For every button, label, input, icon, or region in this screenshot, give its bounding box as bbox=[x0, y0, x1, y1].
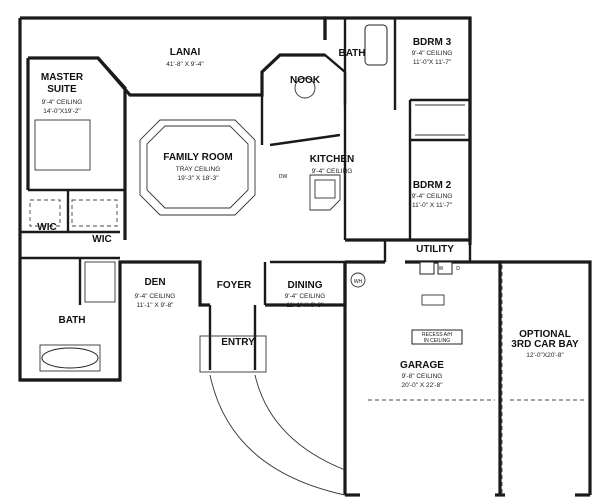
bdrm2-label: BDRM 2 bbox=[413, 180, 452, 191]
bdrm3-dims: 11'-0"X 11'-7" bbox=[413, 59, 452, 66]
exterior-walls bbox=[18, 16, 592, 497]
bay-label-1: OPTIONAL bbox=[519, 329, 571, 340]
nook-label: NOOK bbox=[290, 75, 321, 86]
wic1-label: WIC bbox=[37, 222, 56, 233]
wic2-label: WIC bbox=[92, 234, 111, 245]
garage-ceiling: 9'-8" CEILING bbox=[402, 373, 443, 380]
kitchen-label: KITCHEN bbox=[310, 154, 354, 165]
recess-line2: IN CEILING bbox=[424, 338, 451, 344]
dryer-label: D bbox=[456, 266, 460, 272]
fixtures bbox=[29, 24, 585, 496]
wh-label: WH bbox=[354, 279, 363, 285]
recess-line1: RECESS A/H bbox=[422, 332, 452, 338]
bath-top-label: BATH bbox=[338, 48, 365, 59]
lanai-label: LANAI bbox=[170, 47, 201, 58]
foyer-label: FOYER bbox=[217, 280, 252, 291]
den-dims: 11'-1" X 9'-8" bbox=[137, 302, 175, 309]
room-labels: LANAI 41'-8" X 9'-4" MASTER SUITE 9'-4" … bbox=[37, 37, 579, 389]
bay-dims: 12'-0"X20'-8" bbox=[526, 352, 564, 359]
garage-label: GARAGE bbox=[400, 360, 444, 371]
den-label: DEN bbox=[144, 277, 165, 288]
family-ceiling: TRAY CEILING bbox=[176, 166, 221, 173]
entry-label: ENTRY bbox=[221, 337, 255, 348]
master-ceiling: 9'-4" CEILING bbox=[42, 99, 83, 106]
bdrm2-dims: 11'-0" X 11'-7" bbox=[412, 202, 453, 209]
dining-dims: 11'-1" X 9'-8" bbox=[287, 302, 325, 309]
dining-label: DINING bbox=[288, 280, 323, 291]
kitchen-ceiling: 9'-4" CEILING bbox=[312, 168, 353, 175]
garage-dims: 20'-0" X 22'-8" bbox=[401, 382, 443, 389]
dw-label: DW bbox=[279, 174, 288, 180]
interior-walls bbox=[20, 18, 472, 370]
family-label: FAMILY ROOM bbox=[163, 152, 232, 163]
bay-label-2: 3RD CAR BAY bbox=[511, 339, 579, 350]
bdrm2-ceiling: 9'-4" CEILING bbox=[412, 193, 453, 200]
lanai-dims: 41'-8" X 9'-4" bbox=[166, 61, 204, 68]
tray-ceiling-family bbox=[139, 119, 256, 216]
utility-label: UTILITY bbox=[416, 244, 454, 255]
washer-label: W bbox=[439, 266, 444, 272]
den-ceiling: 9'-4" CEILING bbox=[135, 293, 176, 300]
master-label-2: SUITE bbox=[47, 84, 77, 95]
family-dims: 19'-3" X 18'-3" bbox=[177, 175, 219, 182]
master-bath-label: BATH bbox=[58, 315, 85, 326]
dining-ceiling: 9'-4" CEILING bbox=[285, 293, 326, 300]
bdrm3-ceiling: 9'-4" CEILING bbox=[412, 50, 453, 57]
bdrm3-label: BDRM 3 bbox=[413, 37, 452, 48]
master-dims: 14'-0"X19'-2" bbox=[43, 108, 81, 115]
master-label-1: MASTER bbox=[41, 72, 84, 83]
